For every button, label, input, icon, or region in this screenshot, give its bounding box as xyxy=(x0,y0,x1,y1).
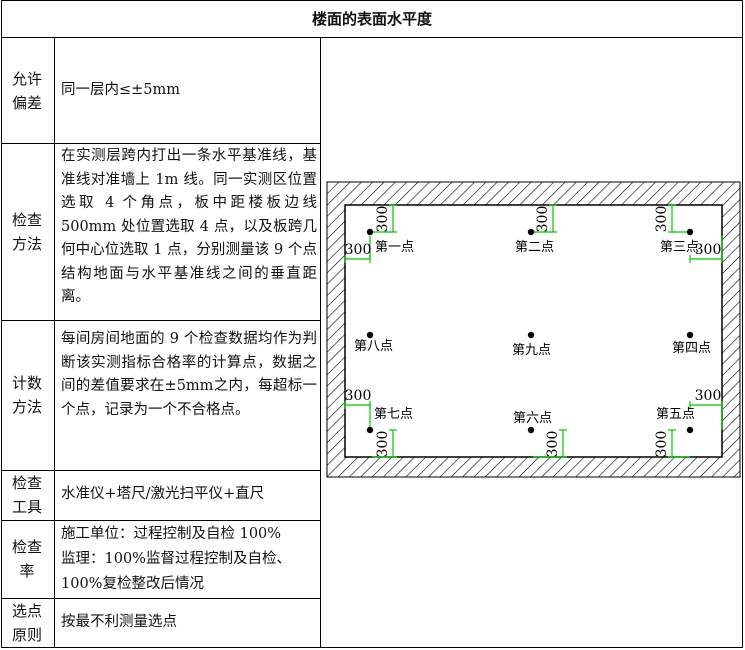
check-method-text: 在实测层跨内打出一条水平基准线，基准线对准墙上 1m 线。同一实测区位置选取 4… xyxy=(61,148,317,305)
row-label-check-tools: 检查工具 xyxy=(11,474,42,516)
point-label: 第三点 xyxy=(660,240,699,255)
measurement-point: 第二点 xyxy=(515,228,554,255)
check-rate-text: 施工单位：过程控制及自检 100% 监理：100%监督过程控制及自检、 100%… xyxy=(55,522,317,598)
point-label: 第八点 xyxy=(354,339,393,354)
point-dot xyxy=(527,331,535,339)
point-label: 第五点 xyxy=(656,407,695,422)
row-label-point-selection: 选点原则 xyxy=(11,602,42,644)
dimension-label: 300 xyxy=(545,431,561,458)
dimension-label: 300 xyxy=(695,388,722,404)
point-label: 第一点 xyxy=(375,240,414,255)
content-column-divider xyxy=(320,38,321,648)
measurement-point: 第五点 xyxy=(656,407,695,434)
dimension-label: 300 xyxy=(695,242,722,258)
row-divider xyxy=(1,520,321,521)
row-label-check-method: 检查方法 xyxy=(11,210,42,253)
point-dot xyxy=(527,426,535,434)
row-divider xyxy=(1,143,321,144)
row-divider xyxy=(1,470,321,471)
check-rate-line: 施工单位：过程控制及自检 100% xyxy=(61,526,282,542)
point-label: 第六点 xyxy=(513,411,552,426)
point-selection-text: 按最不利测量选点 xyxy=(61,614,177,631)
point-label: 第四点 xyxy=(672,341,711,356)
dimension-label: 300 xyxy=(375,431,391,458)
measurement-point: 第四点 xyxy=(672,331,711,356)
dimension-label: 300 xyxy=(375,206,391,233)
point-dot xyxy=(686,426,694,434)
dimension-label: 300 xyxy=(345,388,372,404)
point-dot xyxy=(686,228,694,236)
row-label-check-rate: 检查率 xyxy=(11,538,42,580)
count-method-text: 每间房间地面的 9 个检查数据均作为判断该实测指标合格率的计算点，数据之间的差值… xyxy=(61,331,317,418)
dimension-label: 300 xyxy=(345,242,372,258)
allowed-deviation-value: 同一层内≤±5mm xyxy=(61,81,181,98)
row-divider xyxy=(1,598,321,599)
point-dot xyxy=(366,228,374,236)
point-label: 第二点 xyxy=(515,240,554,255)
dimension-lines xyxy=(344,204,723,458)
table-title: 楼面的表面水平度 xyxy=(1,0,743,38)
row-divider xyxy=(1,320,321,321)
check-rate-line: 监理：100%监督过程控制及自检、 xyxy=(61,551,291,567)
label-column-divider xyxy=(54,38,55,648)
measurement-point: 第三点 xyxy=(660,228,699,255)
measurement-point: 第一点 xyxy=(366,228,414,255)
point-dot xyxy=(527,228,535,236)
point-label: 第九点 xyxy=(512,343,551,358)
row-label-count-method: 计数方法 xyxy=(11,374,42,416)
point-dot xyxy=(366,331,374,339)
measurement-point: 第九点 xyxy=(512,331,551,358)
check-tools-text: 水准仪+塔尺/激光扫平仪+直尺 xyxy=(61,486,265,503)
dimension-label: 300 xyxy=(654,206,670,233)
measurement-point: 第六点 xyxy=(513,411,552,434)
point-label: 第七点 xyxy=(374,407,413,422)
room-outline xyxy=(344,204,723,458)
check-rate-line: 100%复检整改后情况 xyxy=(61,576,204,592)
dimension-label: 300 xyxy=(654,431,670,458)
dimension-label: 300 xyxy=(535,206,551,233)
row-label-allowed-deviation: 允许偏差 xyxy=(11,69,42,112)
point-dot xyxy=(686,331,694,339)
wall-outer-outline xyxy=(326,181,741,478)
point-dot xyxy=(366,426,374,434)
measurement-point: 第八点 xyxy=(354,331,393,354)
measurement-point: 第七点 xyxy=(366,407,413,434)
